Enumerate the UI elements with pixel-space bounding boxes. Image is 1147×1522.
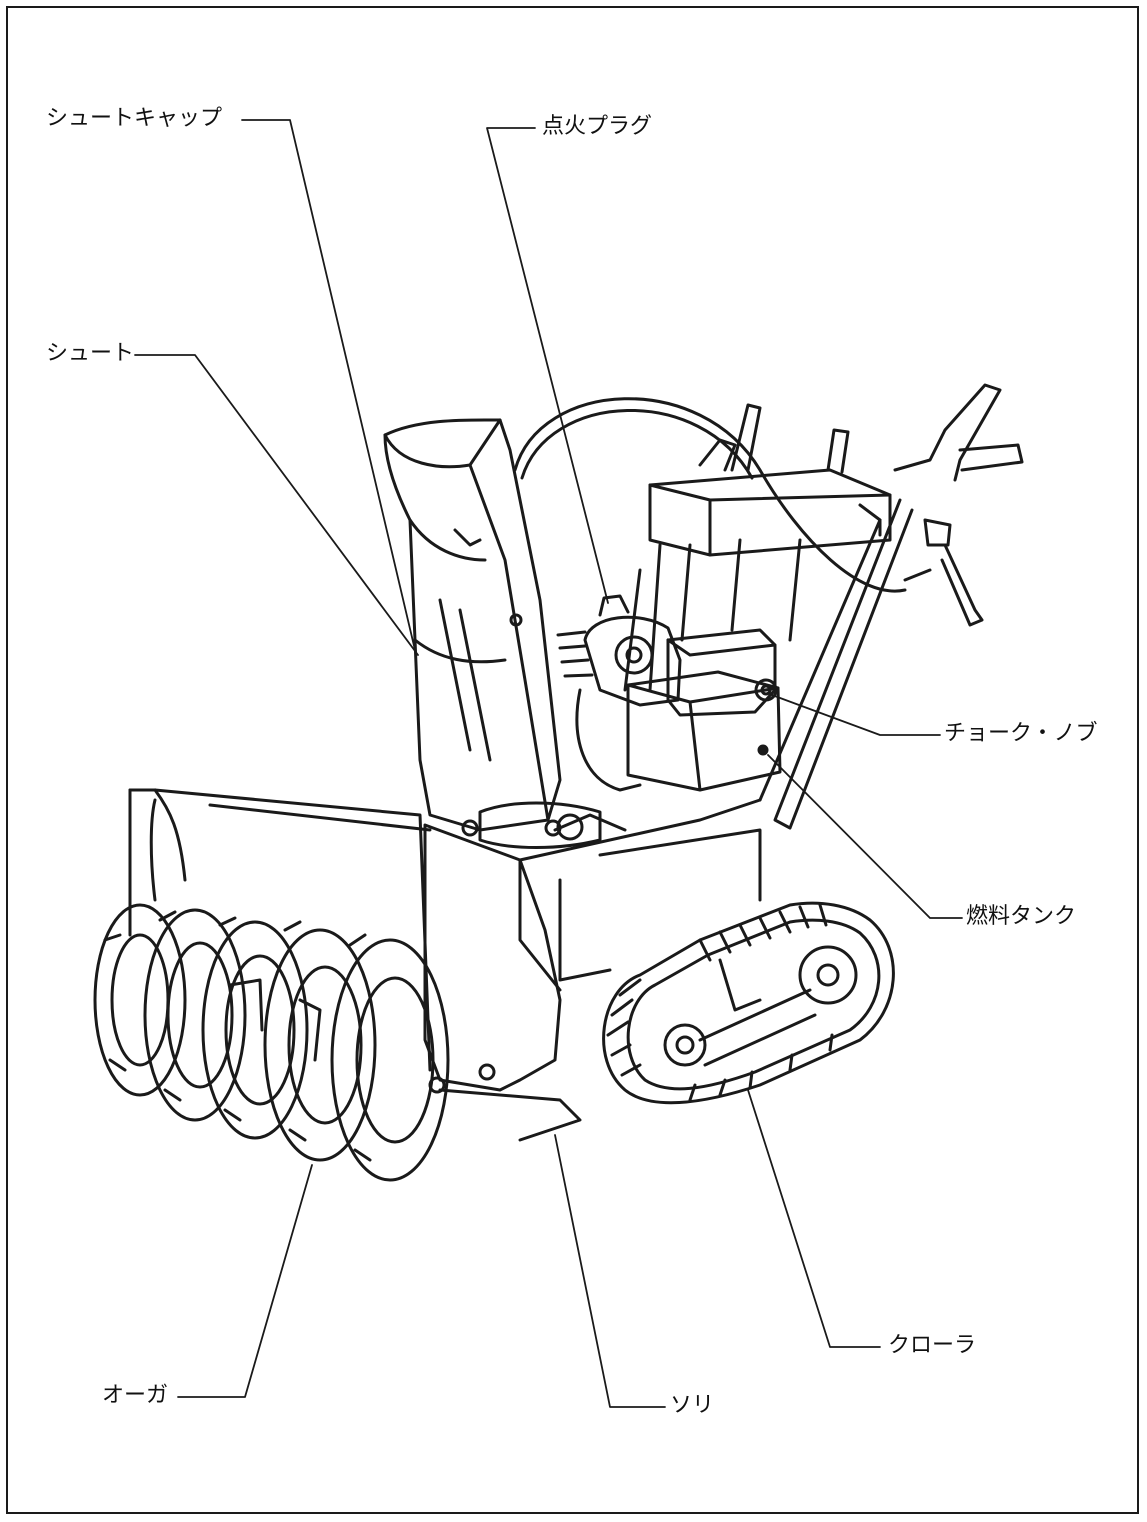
handle-assembly: [513, 383, 1024, 830]
crawler: [602, 901, 895, 1105]
engine: [556, 594, 782, 792]
label-chute: シュート: [46, 341, 135, 366]
leader-lines: [134, 119, 963, 1408]
label-spark-plug: 点火プラグ: [542, 114, 653, 139]
label-choke-knob: チョーク・ノブ: [944, 721, 1098, 746]
chute: [383, 418, 627, 849]
label-fuel-tank: 燃料タンク: [966, 904, 1077, 929]
label-crawler: クローラ: [888, 1333, 977, 1358]
auger: [93, 903, 450, 1182]
label-chute-cap: シュートキャップ: [46, 106, 223, 131]
page-frame: [6, 6, 1139, 1514]
label-auger: オーガ: [102, 1383, 169, 1408]
label-skid: ソリ: [670, 1393, 715, 1418]
